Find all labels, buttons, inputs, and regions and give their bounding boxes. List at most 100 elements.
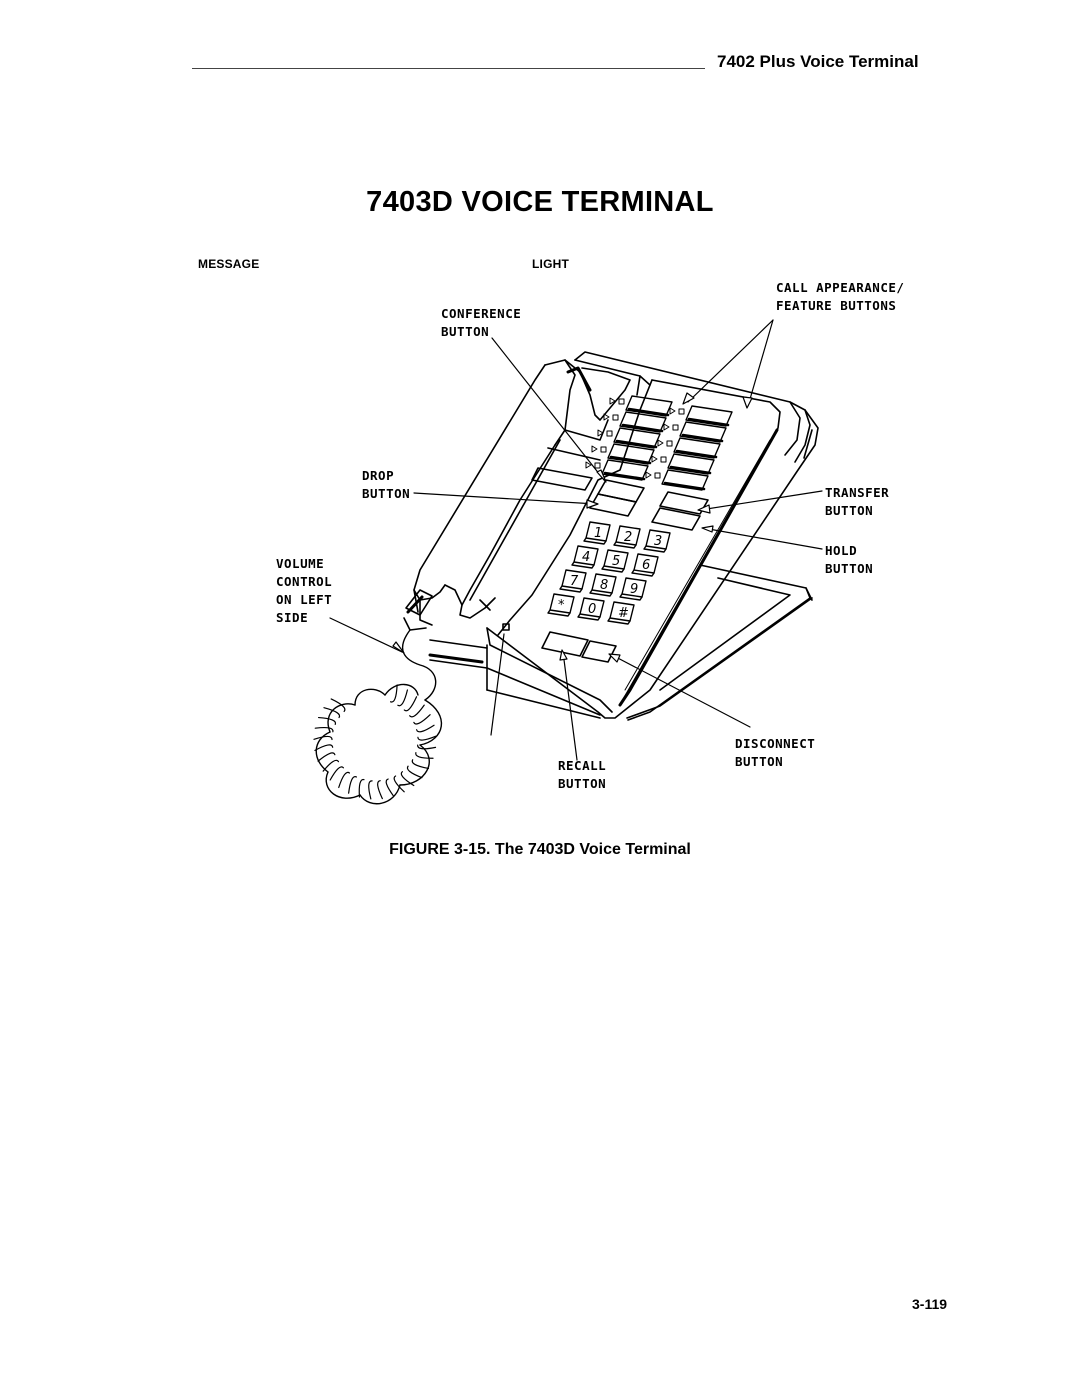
keypad-key: 2 (613, 525, 641, 549)
keypad-key-label: 2 (624, 530, 632, 545)
feature-button-shadow (609, 455, 652, 465)
keypad-key: 3 (643, 529, 671, 553)
cord-coil-loop (416, 724, 435, 733)
cord-coil-loop (385, 778, 395, 797)
cord-coil-loop (415, 752, 434, 759)
drop-label-line1: DROP (362, 468, 394, 483)
transfer-label-line2: BUTTON (825, 503, 873, 518)
feature-button-shadow (669, 465, 712, 475)
keypad-key: # (607, 601, 635, 625)
cord-coil-loop (403, 696, 418, 712)
callout-labels: CALL APPEARANCE/ FEATURE BUTTONS CONFERE… (276, 280, 904, 791)
keypad-key: 6 (631, 553, 659, 577)
keypad-key-side (577, 613, 601, 621)
cord-coil-loop (314, 744, 334, 752)
keypad-key-label: * (558, 598, 565, 613)
volume-label-line2: CONTROL (276, 574, 332, 589)
cord-coil-loop (330, 698, 346, 713)
feature-buttons (585, 395, 733, 491)
keypad-key-side (619, 593, 643, 601)
indicator-arrow-icon (645, 471, 652, 479)
indicator-light-icon (660, 456, 667, 463)
cord-coil-loop (417, 744, 437, 750)
feature-button-shadow (681, 433, 724, 443)
cord-coil-loop (338, 771, 351, 789)
indicator-arrow-icon (603, 413, 610, 421)
recall-label-line1: RECALL (558, 758, 606, 773)
keypad-key-label: # (618, 606, 629, 621)
cord-coil-loop (317, 752, 336, 762)
cord-coil-loop (358, 778, 365, 798)
keypad-key-side (643, 545, 667, 553)
keypad-key-label: 6 (642, 558, 650, 573)
keypad-key-side (631, 569, 655, 577)
indicator-arrow-icon (651, 455, 658, 463)
feature-button-shadow (615, 439, 658, 449)
conference-drop-buttons (589, 479, 645, 517)
conference-label-line1: CONFERENCE (441, 306, 521, 321)
keypad-key-label: 7 (570, 574, 579, 589)
cord-coil-loop (417, 735, 437, 741)
feature-button-shadow (621, 423, 664, 433)
cord-coil-loop (329, 766, 344, 781)
cord-coils (313, 684, 437, 800)
hold-label-line2: BUTTON (825, 561, 873, 576)
indicator-arrow-icon (597, 429, 604, 437)
indicator-arrow-icon (609, 397, 616, 405)
handset (413, 359, 631, 626)
indicator-arrow-icon (591, 445, 598, 453)
cord-coil-loop (323, 707, 341, 719)
keypad-key-side (547, 609, 571, 617)
indicator-light-icon (606, 430, 613, 437)
page-number: 3-119 (912, 1296, 948, 1312)
cord-coil-loop (413, 714, 431, 725)
cord-coil-loop (400, 771, 415, 787)
figure-caption: FIGURE 3-15. The 7403D Voice Terminal (389, 841, 691, 858)
keypad-key: 4 (571, 545, 599, 569)
disconnect-label-line2: BUTTON (735, 754, 783, 769)
cord-coil-loop (411, 759, 430, 770)
page-title: 7403D VOICE TERMINAL (366, 186, 714, 218)
keypad-key-label: 3 (654, 534, 662, 549)
header-rule (192, 68, 705, 69)
indicator-light-icon (654, 472, 661, 479)
hold-label-line1: HOLD (825, 543, 857, 558)
cord-coil-loop (377, 780, 383, 800)
keypad-key-side (589, 589, 613, 597)
call-appearance-label-line1: CALL APPEARANCE/ (776, 280, 904, 295)
keypad-key-label: 4 (582, 550, 590, 565)
keypad-key: 5 (601, 549, 629, 573)
disconnect-label-line1: DISCONNECT (735, 736, 815, 751)
cord-coil-loop (313, 735, 333, 741)
feature-button-shadow (687, 417, 730, 427)
cord-coil-loop (322, 759, 340, 772)
indicator-light-icon (666, 440, 673, 447)
transfer-label-line1: TRANSFER (825, 485, 889, 500)
keypad-key: * (547, 593, 575, 617)
keypad-key-side (559, 585, 583, 593)
keypad-key-label: 0 (588, 602, 596, 617)
keypad-key-label: 8 (600, 578, 608, 593)
indicator-light-icon (672, 424, 679, 431)
indicator-light-icon (618, 398, 625, 405)
indicator-light-icon (594, 462, 601, 469)
conference-label-line2: BUTTON (441, 324, 489, 339)
cord-coil-loop (393, 775, 405, 793)
cord-coil-loop (368, 780, 373, 800)
leader-lines (329, 319, 823, 761)
indicator-light-icon (612, 414, 619, 421)
keypad-key-label: 1 (594, 526, 602, 541)
keypad-key-side (571, 561, 595, 569)
keypad-key-side (607, 617, 631, 625)
cord-coil-loop (397, 689, 409, 707)
indicator-arrow-icon (669, 407, 676, 415)
phone-body (428, 351, 819, 719)
volume-label-line3: ON LEFT (276, 592, 332, 607)
phone-stand (626, 564, 813, 721)
indicator-arrow-icon (585, 461, 592, 469)
cord-coil-loop (389, 684, 398, 703)
indicator-arrow-icon (657, 439, 664, 447)
feature-button-shadow (675, 449, 718, 459)
